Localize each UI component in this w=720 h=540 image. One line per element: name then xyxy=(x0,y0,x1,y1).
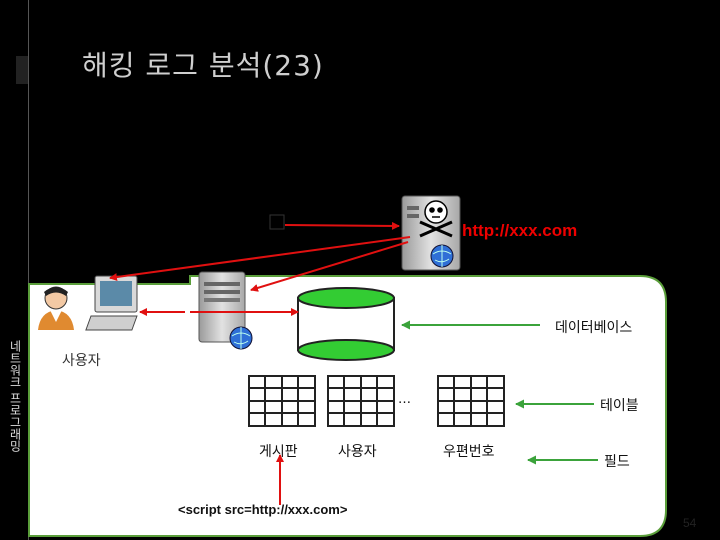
page-number: 54 xyxy=(683,516,697,530)
attacker-url: http://xxx.com xyxy=(462,221,578,240)
table-grid-user xyxy=(327,375,395,427)
title-accent-bar xyxy=(16,56,28,84)
slide-title: 해킹 로그 분석(23) xyxy=(82,49,324,82)
attacker-server-icon xyxy=(401,195,461,271)
left-rule xyxy=(28,0,29,540)
table-grid-board xyxy=(248,375,316,427)
table-grid-zipcode xyxy=(437,375,505,427)
attacker-mark xyxy=(269,214,285,230)
database-cylinder xyxy=(297,287,395,361)
table-label: 테이블 xyxy=(600,398,639,414)
script-tag-text: <script src=http://xxx.com> xyxy=(178,502,348,517)
computer-icon xyxy=(85,275,138,331)
web-server-icon xyxy=(198,271,253,350)
table-name-board: 게시판 xyxy=(259,444,298,460)
side-label: 네트워크 프로그래밍 xyxy=(8,340,22,452)
request-arrows xyxy=(109,221,411,505)
table-name-user: 사용자 xyxy=(338,444,377,460)
label-connectors xyxy=(401,320,598,465)
more-tables-ellipsis: … xyxy=(398,392,411,407)
database-label: 데이터베이스 xyxy=(555,320,633,336)
user-person-icon xyxy=(38,286,74,330)
user-label: 사용자 xyxy=(62,353,101,369)
field-label: 필드 xyxy=(604,454,630,470)
table-name-zipcode: 우편번호 xyxy=(443,444,495,460)
